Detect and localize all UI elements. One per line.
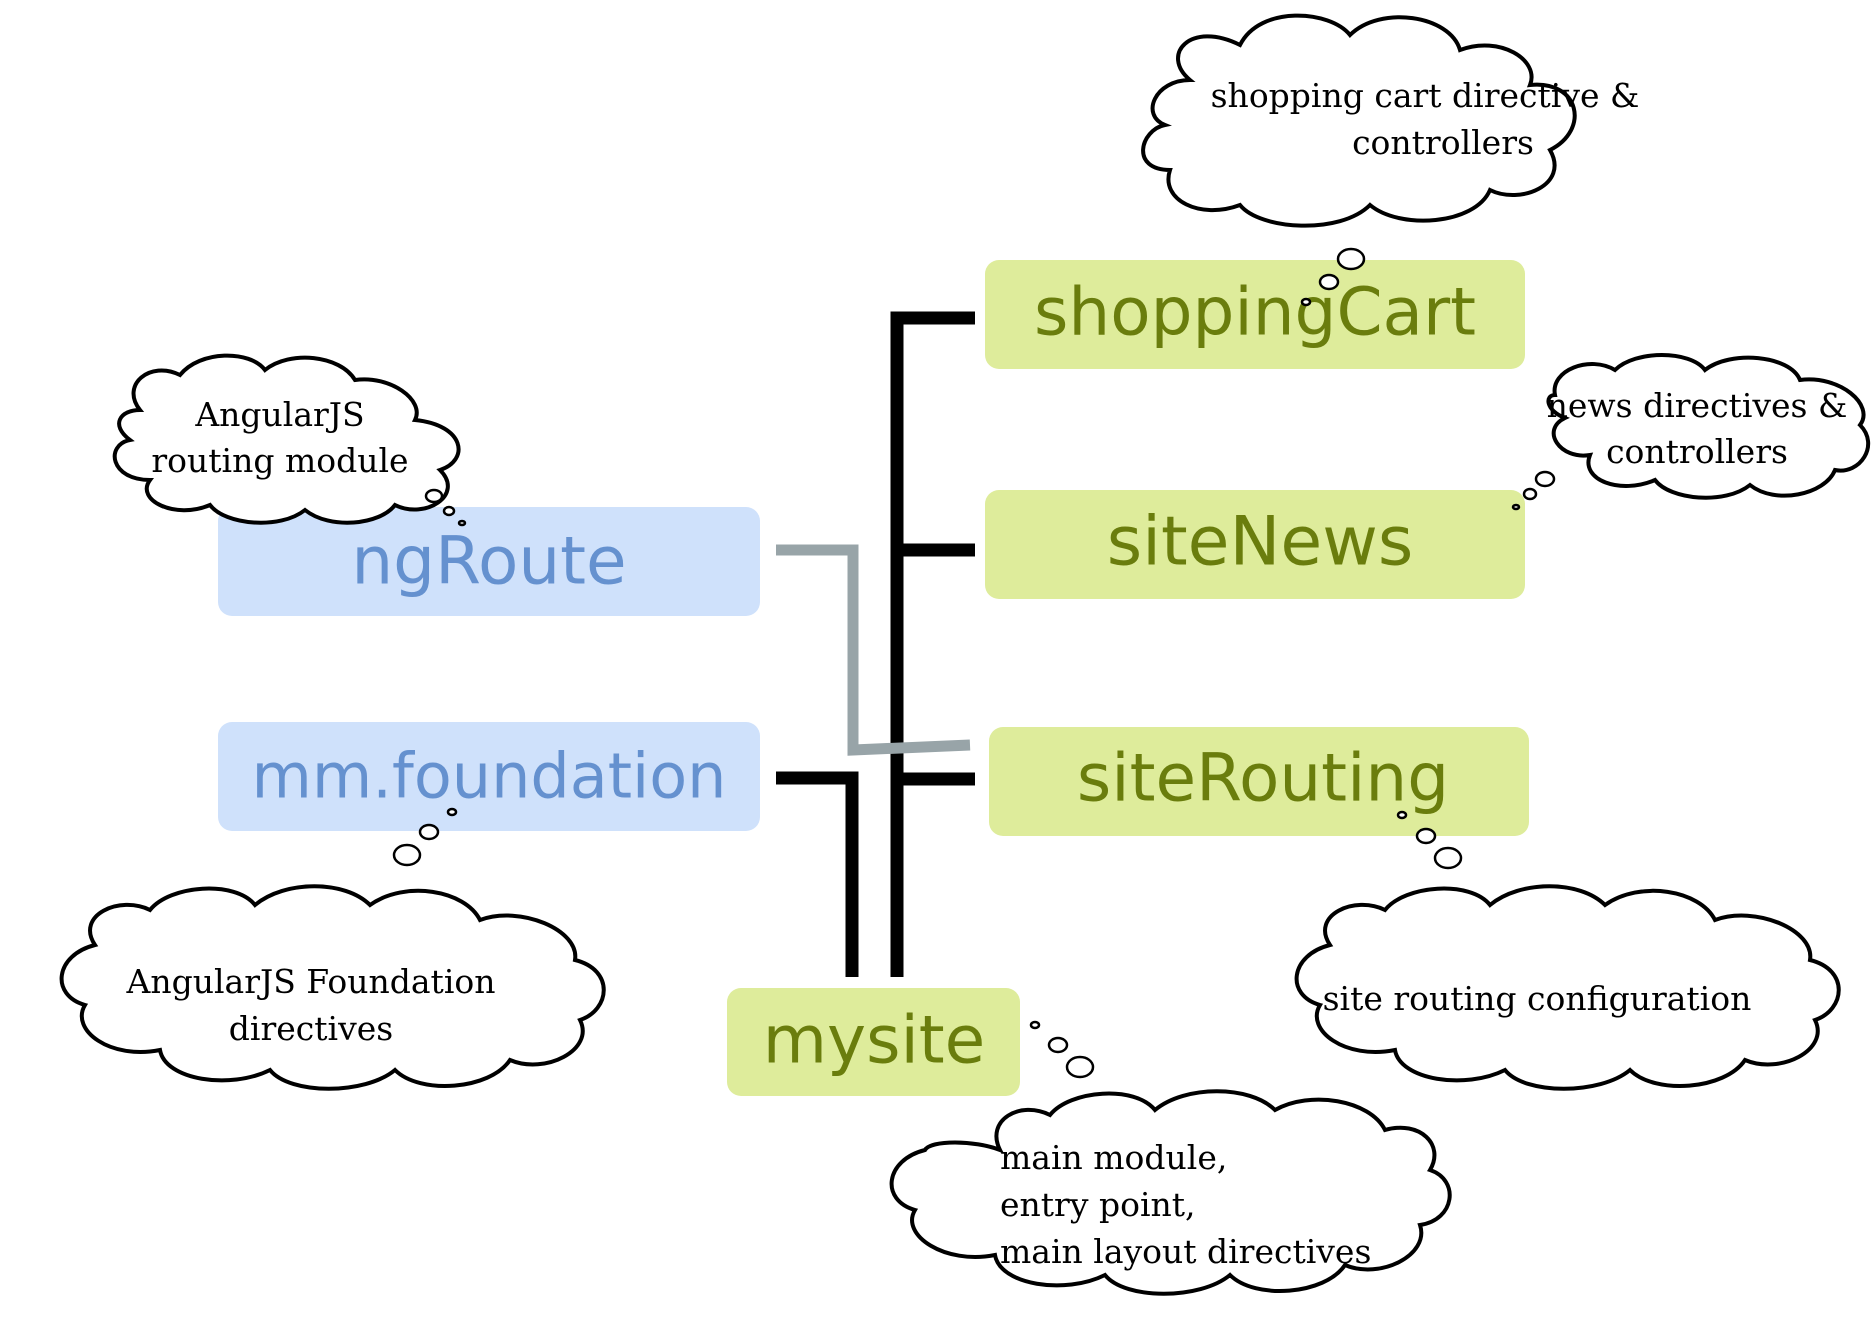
note-ngroute-line-1: AngularJS [194, 395, 364, 434]
note-mysite-line-1: main module, [1000, 1138, 1227, 1177]
note-site-news: news directives & controllers [1511, 353, 1871, 511]
note-mysite: main module, entry point, main layout di… [889, 1020, 1452, 1296]
note-ngroute: AngularJS routing module [112, 353, 467, 527]
module-shopping-cart: shoppingCart [985, 260, 1525, 369]
link-mm-foundation [776, 771, 859, 977]
link-ngroute [776, 544, 971, 756]
note-mysite-line-2: entry point, [1000, 1185, 1196, 1224]
module-site-routing: siteRouting [989, 727, 1529, 836]
module-mm-foundation-label: mm.foundation [252, 740, 727, 813]
module-shopping-cart-label: shoppingCart [1034, 274, 1476, 351]
note-site-news-line-1: news directives & [1547, 386, 1848, 425]
note-mm-foundation-line-1: AngularJS Foundation [126, 962, 496, 1001]
module-mysite-label: mysite [763, 1002, 986, 1079]
module-site-news: siteNews [985, 490, 1525, 599]
link-mysite-app-modules [890, 311, 975, 977]
module-site-routing-label: siteRouting [1077, 740, 1449, 817]
note-shopping-cart-line-1: shopping cart directive & [1211, 76, 1640, 115]
note-shopping-cart-line-2: controllers [1352, 123, 1534, 162]
module-mm-foundation: mm.foundation [218, 722, 760, 831]
module-site-news-label: siteNews [1107, 503, 1414, 582]
note-site-routing: site routing configuration [1294, 810, 1841, 1091]
module-ngroute: ngRoute [218, 507, 760, 616]
module-ngroute-label: ngRoute [351, 523, 626, 600]
note-mm-foundation-line-2: directives [229, 1009, 393, 1048]
note-mm-foundation: AngularJS Foundation directives [59, 807, 606, 1091]
note-mysite-line-3: main layout directives [1000, 1232, 1371, 1271]
note-site-news-line-2: controllers [1606, 432, 1788, 471]
note-ngroute-line-2: routing module [151, 441, 408, 480]
note-site-routing-line-1: site routing configuration [1323, 979, 1752, 1018]
module-mysite: mysite [727, 988, 1020, 1096]
dependency-links [776, 311, 975, 977]
note-shopping-cart: shopping cart directive & controllers [1141, 13, 1640, 307]
